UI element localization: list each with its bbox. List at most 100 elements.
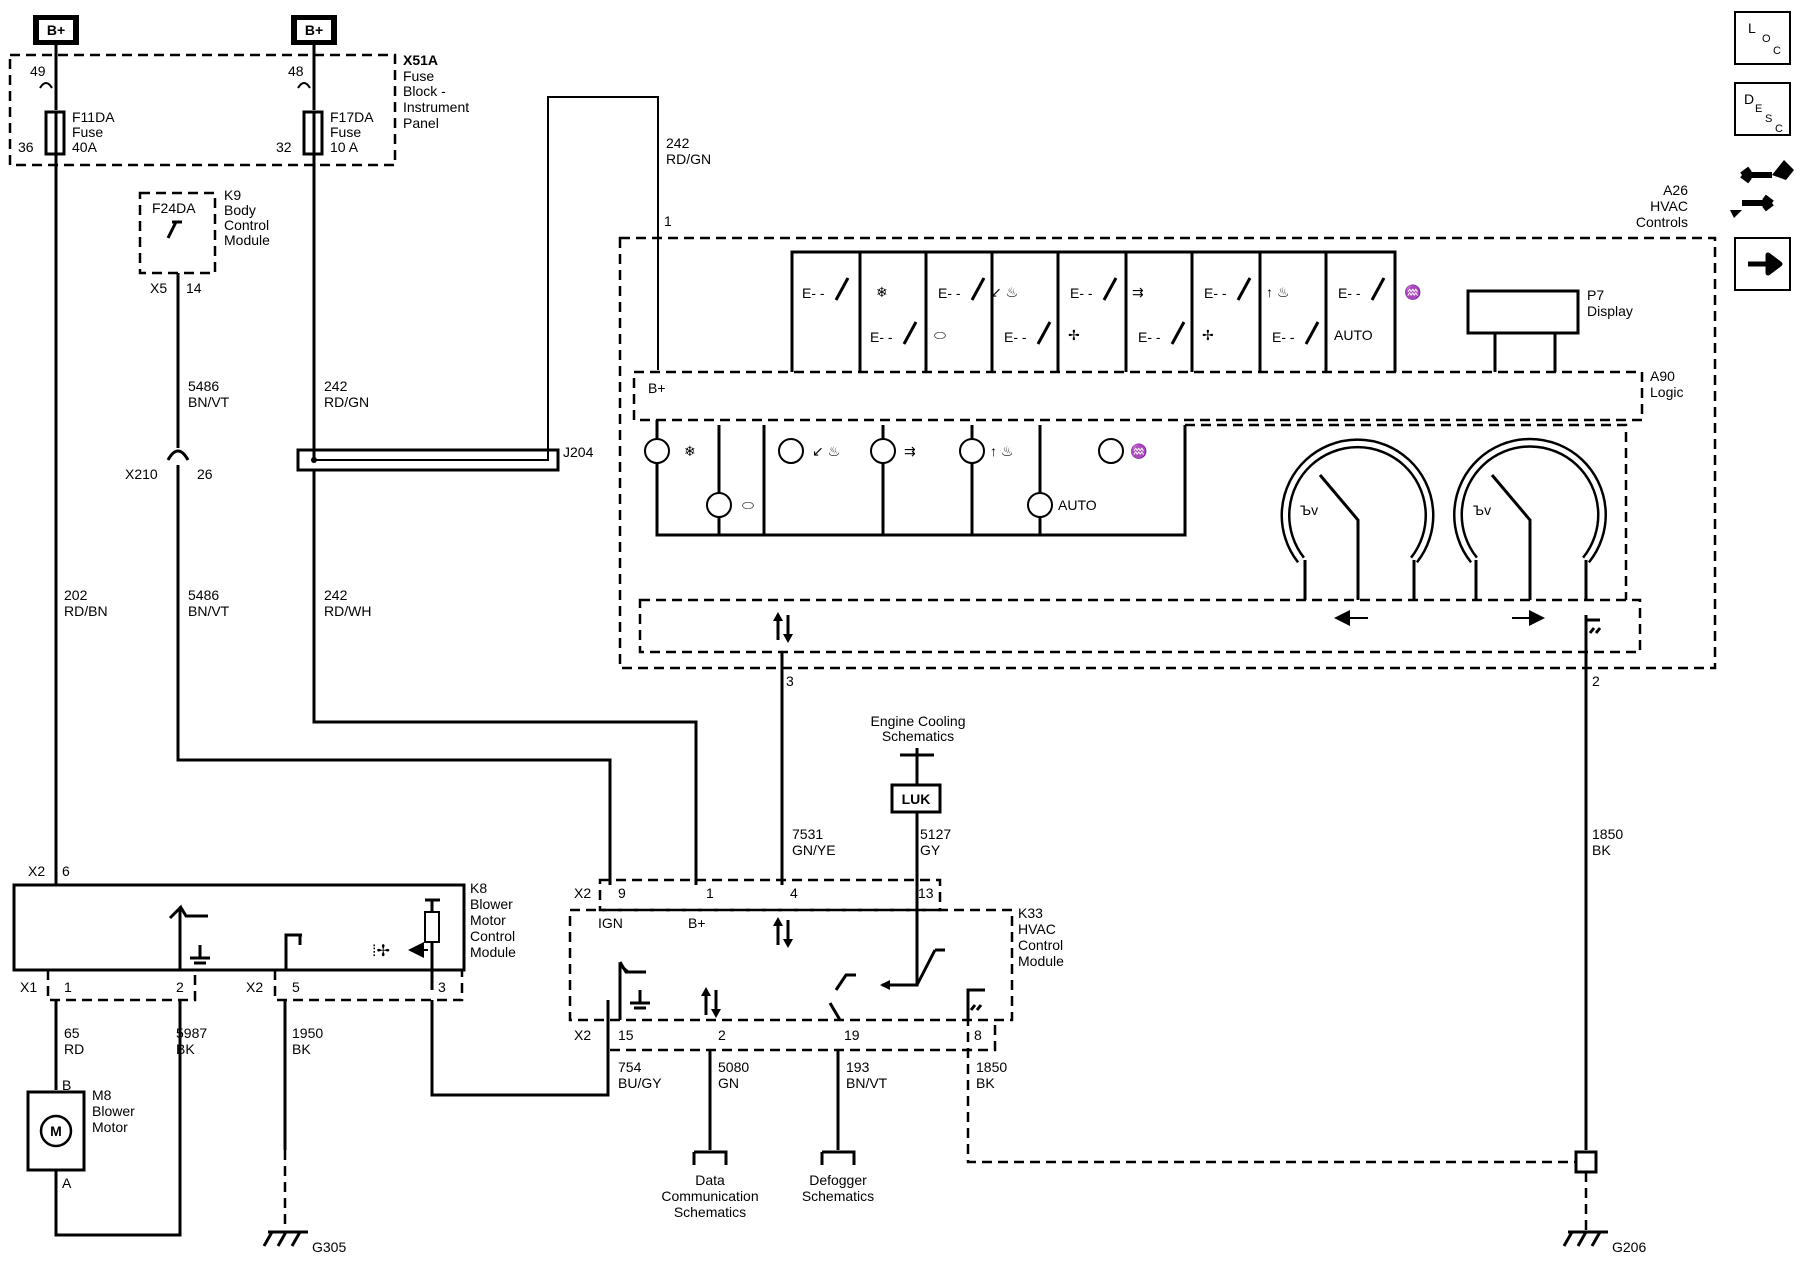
svg-text:A90: A90 [1650, 368, 1675, 384]
fuse-block-outline [8, 53, 397, 167]
svg-text:BK: BK [1592, 842, 1611, 858]
svg-text:IGN: IGN [598, 915, 623, 931]
svg-text:Instrument: Instrument [403, 99, 469, 115]
svg-text:↑ ♨: ↑ ♨ [990, 443, 1013, 459]
svg-text:3: 3 [786, 673, 794, 689]
svg-text:Blower: Blower [470, 896, 513, 912]
svg-text:B+: B+ [648, 380, 666, 396]
svg-text:C: C [1773, 45, 1781, 57]
right-temp-knob: Ъv [1453, 437, 1607, 600]
svg-text:Engine Cooling: Engine Cooling [871, 713, 966, 729]
svg-text:✢: ✢ [1068, 327, 1080, 343]
svg-text:40A: 40A [72, 139, 98, 155]
svg-text:65: 65 [64, 1025, 80, 1041]
svg-text:Motor: Motor [92, 1119, 128, 1135]
svg-text:Schematics: Schematics [674, 1204, 746, 1220]
svg-text:5486: 5486 [188, 587, 219, 603]
svg-text:RD: RD [64, 1041, 84, 1057]
desc-button[interactable]: D E S C [1734, 82, 1791, 136]
svg-text:6: 6 [62, 863, 70, 879]
svg-text:AUTO: AUTO [1058, 497, 1097, 513]
svg-text:15: 15 [618, 1027, 634, 1043]
svg-text:D: D [1744, 91, 1754, 107]
svg-text:BN/VT: BN/VT [188, 603, 230, 619]
svg-text:2: 2 [718, 1027, 726, 1043]
svg-text:X210: X210 [125, 466, 158, 482]
svg-text:1850: 1850 [1592, 826, 1623, 842]
svg-text:E- -: E- - [1272, 329, 1295, 345]
svg-text:GY: GY [920, 842, 941, 858]
svg-text:Fuse: Fuse [72, 124, 103, 140]
k33-top-connector [598, 878, 942, 912]
svg-text:BK: BK [292, 1041, 311, 1057]
k33-module [568, 908, 1014, 1022]
svg-text:E- -: E- - [1204, 285, 1227, 301]
svg-text:K9: K9 [224, 187, 241, 203]
svg-text:⬭: ⬭ [742, 497, 754, 513]
loc-button[interactable]: L O C [1734, 11, 1791, 65]
connector-swap-icon[interactable] [1730, 160, 1794, 218]
svg-text:Schematics: Schematics [802, 1188, 874, 1204]
ground-g305: G305 [312, 1239, 346, 1255]
svg-text:49: 49 [30, 63, 46, 79]
svg-text:754: 754 [618, 1059, 642, 1075]
svg-text:❄: ❄ [684, 443, 696, 459]
svg-text:5987: 5987 [176, 1025, 207, 1041]
svg-text:RD/BN: RD/BN [64, 603, 108, 619]
svg-text:L: L [1748, 20, 1756, 36]
arrow-right-icon [1748, 252, 1783, 276]
svg-text:✢: ✢ [1202, 327, 1214, 343]
p7-display [1466, 289, 1580, 335]
svg-text:242: 242 [324, 587, 348, 603]
svg-text:RD/WH: RD/WH [324, 603, 371, 619]
svg-text:E- -: E- - [1338, 285, 1361, 301]
bplus-right-terminal: B+ [291, 15, 337, 45]
svg-text:1850: 1850 [976, 1059, 1007, 1075]
svg-text:5486: 5486 [188, 378, 219, 394]
svg-text:Control: Control [224, 217, 269, 233]
svg-text:B: B [62, 1077, 71, 1093]
svg-text:48: 48 [288, 63, 304, 79]
bplus-left-terminal: B+ [33, 15, 79, 45]
svg-text:1: 1 [706, 885, 714, 901]
svg-text:X2: X2 [574, 885, 591, 901]
svg-text:Blower: Blower [92, 1103, 135, 1119]
svg-text:Control: Control [1018, 937, 1063, 953]
svg-text:4: 4 [790, 885, 798, 901]
svg-text:F17DA: F17DA [330, 109, 374, 125]
svg-text:Control: Control [470, 928, 515, 944]
svg-text:32: 32 [276, 139, 292, 155]
ground-g206: G206 [1612, 1239, 1646, 1255]
ground-splice [1574, 1150, 1598, 1174]
k8-module [12, 883, 466, 972]
svg-text:Fuse: Fuse [330, 124, 361, 140]
hvac-controls-outline [618, 236, 1717, 670]
hvac-led-bank: ❄⬭↙ ♨ ⇉↑ ♨AUTO ♒ [644, 420, 1187, 537]
svg-text:A: A [62, 1175, 72, 1191]
svg-text:Module: Module [1018, 953, 1064, 969]
svg-text:M8: M8 [92, 1087, 112, 1103]
svg-text:⁞✢: ⁞✢ [372, 943, 390, 960]
svg-text:Ъv: Ъv [1300, 502, 1318, 518]
svg-text:E- -: E- - [870, 329, 893, 345]
svg-text:BN/VT: BN/VT [188, 394, 230, 410]
svg-text:2: 2 [176, 979, 184, 995]
svg-text:A26: A26 [1663, 182, 1688, 198]
svg-text:5080: 5080 [718, 1059, 749, 1075]
svg-text:HVAC: HVAC [1018, 921, 1056, 937]
splice-j204 [296, 448, 560, 472]
svg-text:242: 242 [666, 135, 690, 151]
svg-text:↙ ♨: ↙ ♨ [812, 443, 840, 459]
svg-text:Module: Module [224, 232, 270, 248]
svg-text:Communication: Communication [661, 1188, 758, 1204]
svg-text:B+: B+ [305, 22, 323, 38]
next-arrow-button[interactable] [1734, 237, 1791, 291]
svg-text:AUTO: AUTO [1334, 327, 1373, 343]
svg-text:⬭: ⬭ [934, 327, 946, 343]
svg-text:E- -: E- - [1138, 329, 1161, 345]
svg-text:1950: 1950 [292, 1025, 323, 1041]
svg-text:S: S [1765, 113, 1772, 125]
svg-text:GN: GN [718, 1075, 739, 1091]
svg-text:E: E [1755, 103, 1762, 115]
